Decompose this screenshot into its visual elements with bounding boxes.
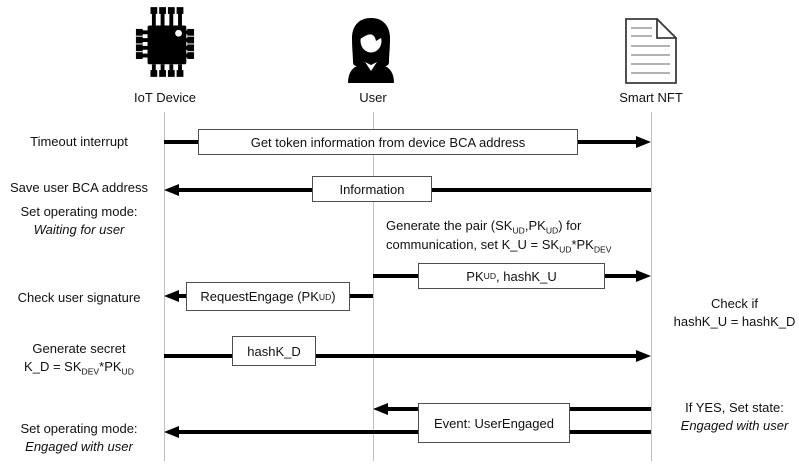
note-check-if: Check if hashK_U = hashK_D — [670, 295, 799, 331]
note-generate-pair: Generate the pair (SKUD,PKUD) for commun… — [386, 216, 612, 254]
note-line: Engaged with user — [680, 418, 789, 433]
person-icon — [346, 18, 396, 84]
note-set-mode-engaged: Set operating mode: Engaged with user — [0, 420, 158, 456]
note-line: If YES, Set state: — [685, 400, 784, 415]
actor-label-iot-device: IoT Device — [134, 90, 196, 105]
note-if-yes-set-state: If YES, Set state: Engaged with user — [670, 399, 799, 435]
message-box-hashkd: hashK_D — [232, 336, 316, 366]
note-line: Set operating mode: — [20, 204, 138, 219]
note-check-user-signature: Check user signature — [0, 289, 158, 307]
note-timeout-interrupt: Timeout interrupt — [0, 133, 158, 151]
message-box-get-token: Get token information from device BCA ad… — [198, 129, 578, 155]
note-line: Generate the pair (SKUD,PKUD) for — [386, 218, 582, 236]
note-line: K_D = SKDEV*PKUD — [24, 359, 134, 377]
actor-label-user: User — [359, 90, 387, 105]
note-line: hashK_U = hashK_D — [673, 314, 796, 329]
note-line: communication, set K_U = SKUD*PKDEV — [386, 237, 612, 255]
arrow-event-to-device — [164, 425, 651, 438]
message-box-event-user-engaged: Event: UserEngaged — [418, 403, 570, 443]
note-line: Save user BCA address — [9, 180, 149, 195]
note-generate-secret: Generate secret K_D = SKDEV*PKUD — [0, 340, 158, 376]
message-box-information: Information — [312, 176, 432, 202]
note-line: Generate secret — [32, 341, 126, 356]
note-line: Check if — [711, 296, 758, 311]
note-line: Waiting for user — [33, 222, 125, 237]
note-line: Timeout interrupt — [30, 134, 128, 149]
note-save-user-bca: Save user BCA address — [0, 179, 158, 197]
note-line: Set operating mode: — [20, 421, 138, 436]
lifeline-iot-device — [164, 112, 165, 461]
arrow-hashkd — [164, 349, 651, 362]
note-line: Check user signature — [17, 290, 141, 305]
lifeline-user — [373, 112, 374, 461]
note-line: Engaged with user — [25, 439, 133, 454]
chip-icon — [134, 4, 196, 80]
document-icon — [625, 16, 679, 84]
note-set-mode-waiting: Set operating mode: Waiting for user — [0, 203, 158, 239]
actor-label-smart-nft: Smart NFT — [619, 90, 683, 105]
lifeline-smart-nft — [651, 112, 652, 461]
